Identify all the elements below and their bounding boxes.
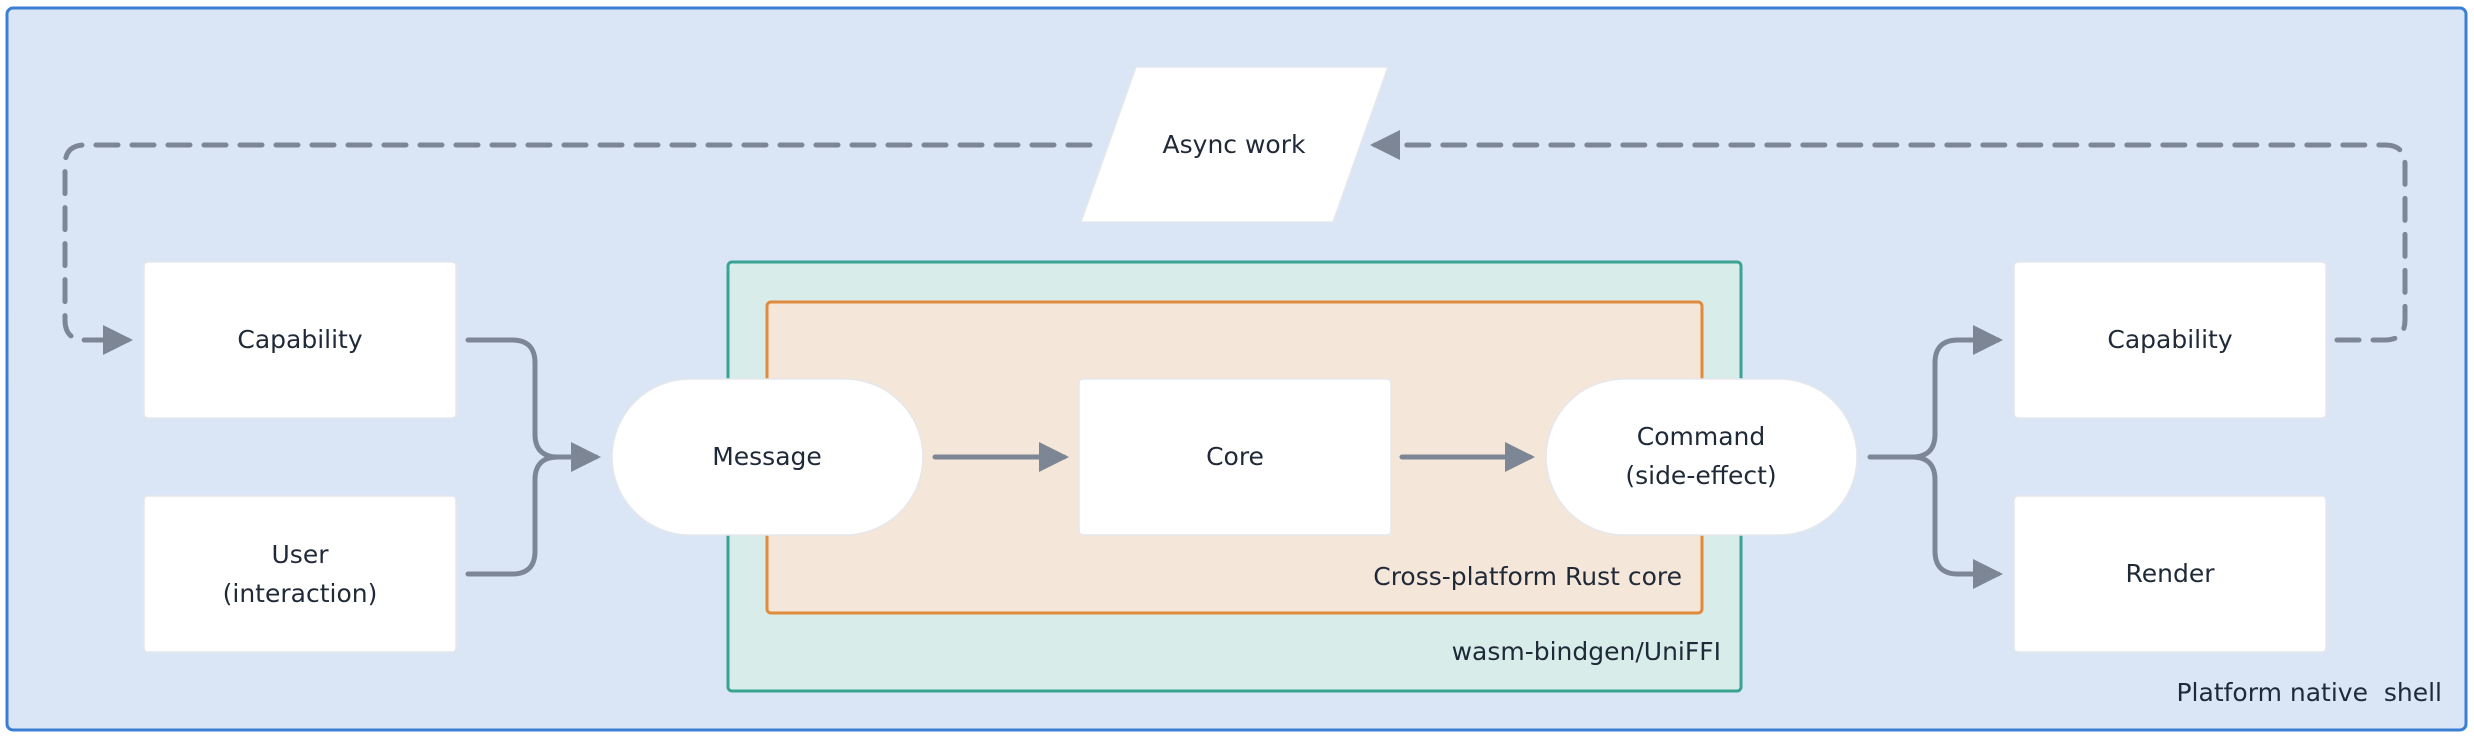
connector-capability-left-to-merge [465, 337, 561, 460]
bridge-container-label: wasm-bindgen/UniFFI [1452, 637, 1721, 666]
render-node [2013, 495, 2327, 653]
dashed-arrow-capability-right-to-async [1370, 130, 2408, 343]
dashed-arrow-async-to-capability-left [62, 142, 1093, 355]
render-label: Render [2125, 559, 2215, 588]
message-node [611, 378, 924, 536]
user-label-line1: User [272, 540, 330, 569]
message-label: Message [712, 442, 822, 471]
capability-right-label: Capability [2107, 325, 2232, 354]
command-node [1545, 378, 1858, 536]
capability-left-label: Capability [237, 325, 362, 354]
core-label: Core [1206, 442, 1264, 471]
async-work-node [1079, 66, 1390, 223]
core-node [1078, 378, 1392, 536]
capability-right-node [2013, 261, 2327, 419]
connector-user-to-merge [465, 454, 561, 577]
arrow-split-to-render [1909, 454, 2003, 589]
arrow-split-to-capability-right [1909, 325, 2003, 460]
command-label-line2: (side-effect) [1625, 461, 1776, 490]
user-label-line2: (interaction) [223, 579, 378, 608]
command-label-line1: Command [1637, 422, 1766, 451]
connectors [62, 130, 2408, 589]
platform-shell-label: Platform native shell [2176, 678, 2442, 707]
async-work-label: Async work [1163, 130, 1306, 159]
rust-core-container-label: Cross-platform Rust core [1373, 562, 1682, 591]
user-node [143, 495, 457, 653]
capability-left-node [143, 261, 457, 419]
